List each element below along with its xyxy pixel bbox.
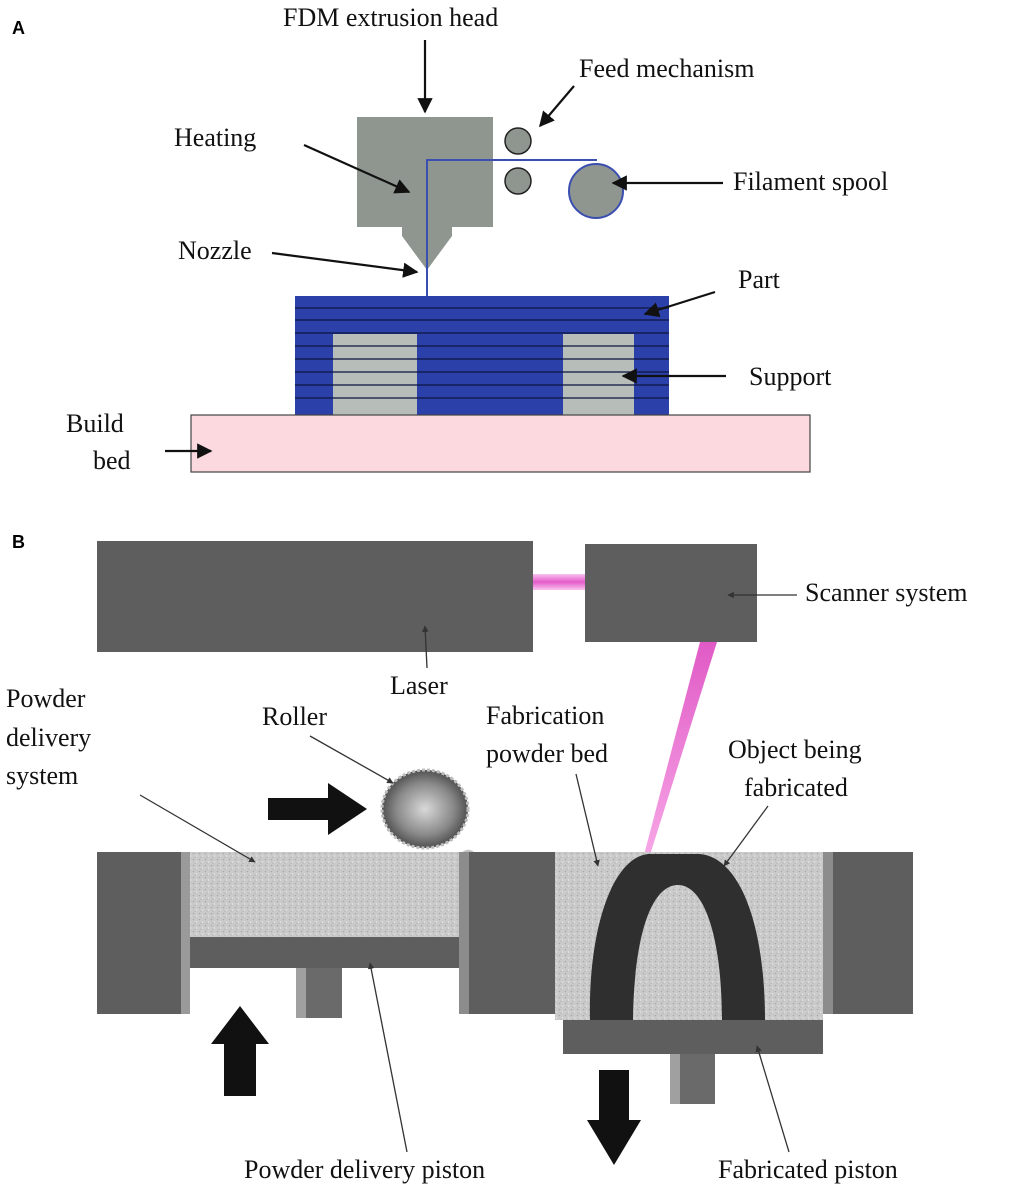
arrow-part — [643, 290, 716, 318]
label-powder-delivery-piston: Powder delivery piston — [244, 1155, 485, 1184]
wall-right — [823, 852, 913, 1014]
roller — [380, 768, 470, 850]
leader-fabrication-bed — [575, 773, 600, 867]
label-nozzle: Nozzle — [178, 236, 252, 265]
part — [295, 296, 669, 415]
arrow-heating — [303, 143, 411, 194]
filament-path — [426, 159, 597, 296]
label-scanner-system: Scanner system — [805, 578, 967, 607]
label-fabrication-bed-line2: powder bed — [486, 739, 608, 768]
filament-spool — [568, 163, 624, 219]
label-heating: Heating — [174, 123, 256, 152]
fabrication-piston-down-arrow — [587, 1070, 641, 1165]
label-fabricated-piston: Fabricated piston — [718, 1155, 898, 1184]
laser-unit — [97, 541, 533, 652]
feed-roller-top — [504, 127, 532, 155]
object-being-fabricated — [589, 854, 765, 1020]
label-build-bed-line2: bed — [93, 446, 131, 475]
label-object-line2: fabricated — [744, 773, 848, 802]
wall-left-edge — [181, 852, 190, 1014]
leader-roller — [309, 735, 394, 784]
arrow-nozzle — [271, 251, 419, 278]
laser-link-beam — [533, 574, 585, 590]
label-laser: Laser — [390, 671, 448, 700]
wall-right-edge — [823, 852, 833, 1014]
arrow-feed-mechanism — [539, 85, 575, 128]
label-part: Part — [738, 265, 781, 294]
leader-object — [723, 805, 769, 867]
label-object-line1: Object being — [728, 735, 862, 764]
wall-middle — [459, 852, 555, 1014]
label-support: Support — [749, 362, 832, 391]
label-powder-delivery-line2: delivery — [6, 723, 91, 752]
powder-supply — [190, 852, 459, 937]
label-roller: Roller — [262, 702, 327, 731]
label-powder-delivery-line1: Powder — [6, 684, 86, 713]
leader-fabricated-piston — [755, 1045, 790, 1153]
wall-left — [97, 852, 190, 1014]
build-bed — [190, 414, 811, 473]
label-fabrication-bed-line1: Fabrication — [486, 701, 604, 730]
scanner-system — [585, 544, 757, 642]
label-filament-spool: Filament spool — [733, 167, 888, 196]
extrusion-head — [357, 117, 493, 270]
powder-piston-up-arrow — [211, 1006, 269, 1096]
leader-powder-piston — [367, 962, 408, 1153]
label-feed-mechanism: Feed mechanism — [579, 54, 754, 83]
powder-piston-rod-edge — [296, 968, 306, 1018]
fabricated-piston — [563, 1020, 823, 1054]
laser-beam — [644, 642, 717, 855]
panel-a-label: A — [12, 18, 25, 38]
roller-direction-arrow — [268, 783, 367, 835]
leader-laser — [422, 625, 429, 669]
wall-middle-edge — [459, 852, 469, 1014]
leader-powder-delivery — [139, 794, 256, 863]
powder-delivery-piston — [190, 937, 459, 968]
machine-body — [97, 849, 913, 1104]
label-powder-delivery-line3: system — [6, 761, 78, 790]
label-extrusion-head: FDM extrusion head — [283, 3, 498, 32]
feed-roller-bottom — [504, 167, 532, 195]
label-build-bed-line1: Build — [66, 409, 124, 438]
fabricated-piston-rod-edge — [670, 1054, 680, 1104]
support-left — [333, 334, 417, 415]
panel-b-label: B — [12, 532, 25, 552]
